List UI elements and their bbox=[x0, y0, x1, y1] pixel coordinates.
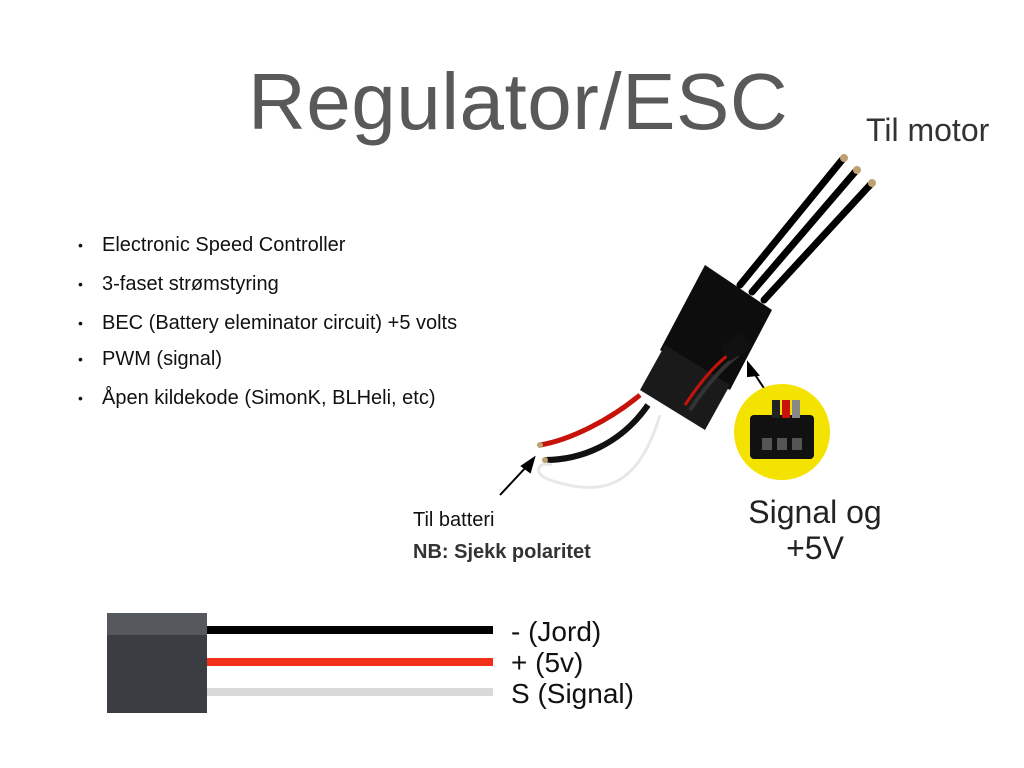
bullet-dot: • bbox=[78, 237, 83, 253]
signal-wire bbox=[207, 688, 493, 696]
bullet-item: •PWM (signal) bbox=[78, 348, 223, 370]
esc-photo bbox=[499, 154, 876, 496]
servo-connector-closeup-photo bbox=[734, 384, 830, 480]
slide-title: Regulator/ESC bbox=[248, 57, 789, 146]
bullet-item: •BEC (Battery eleminator circuit) +5 vol… bbox=[78, 312, 458, 334]
bullet-dot: • bbox=[78, 390, 83, 406]
feature-list: •Electronic Speed Controller •3-faset st… bbox=[78, 232, 498, 424]
wire-label-power: + (5v) bbox=[511, 647, 584, 678]
bullet-item: •3-faset strømstyring bbox=[78, 273, 279, 295]
bullet-dot: • bbox=[78, 276, 83, 292]
polarity-note: NB: Sjekk polaritet bbox=[413, 541, 591, 563]
bullet-item: •Åpen kildekode (SimonK, BLHeli, etc) bbox=[78, 387, 436, 409]
motor-label: Til motor bbox=[866, 112, 990, 148]
bullet-item: •Electronic Speed Controller bbox=[78, 234, 346, 256]
ground-wire bbox=[207, 626, 493, 634]
wire-legend: - (Jord) + (5v) S (Signal) bbox=[511, 616, 634, 709]
connector-pinout-diagram bbox=[107, 613, 493, 713]
bullet-dot: • bbox=[78, 315, 83, 331]
wire-label-signal: S (Signal) bbox=[511, 678, 634, 709]
signal-label: Signal og +5V bbox=[748, 494, 882, 566]
battery-annotation: Til batteri NB: Sjekk polaritet bbox=[413, 504, 591, 568]
power-wire bbox=[207, 658, 493, 666]
bullet-dot: • bbox=[78, 351, 83, 367]
wire-label-ground: - (Jord) bbox=[511, 616, 602, 647]
battery-label: Til batteri bbox=[413, 509, 495, 531]
